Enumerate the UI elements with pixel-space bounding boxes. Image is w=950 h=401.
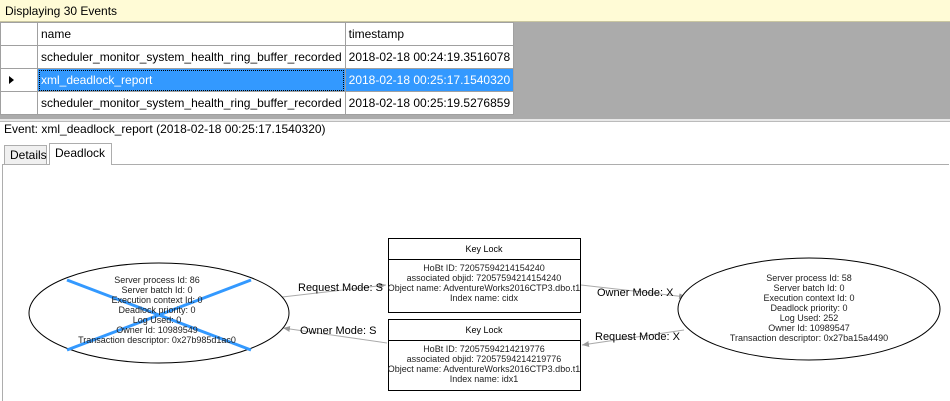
node-text-line: Index name: idx1 <box>450 374 519 384</box>
node-text-line: Owner Id: 10989549 <box>116 325 198 335</box>
current-row-arrow-icon <box>9 76 14 84</box>
edge-request-s <box>264 282 387 300</box>
edge-owner-s <box>282 326 388 344</box>
splitter[interactable] <box>0 119 950 122</box>
node-text-line: associated objid: 72057594214154240 <box>407 273 562 283</box>
lock-title: Key Lock <box>465 244 503 254</box>
edge-label-request-s: Request Mode: S <box>298 282 383 294</box>
event-count: Displaying 30 Events <box>5 4 118 18</box>
node-text-line: Deadlock priority: 0 <box>118 305 195 315</box>
key-lock-node-1[interactable]: Key Lock HoBt ID: 72057594214154240assoc… <box>388 238 581 313</box>
row-indicator[interactable] <box>0 91 38 115</box>
node-text-line: Server batch Id: 0 <box>121 285 192 295</box>
node-text-line: Log Used: 252 <box>780 313 839 323</box>
edge-label-owner-s: Owner Mode: S <box>300 325 376 337</box>
status-bar: Displaying 30 Events <box>0 0 950 22</box>
node-text-line: Server process Id: 58 <box>766 273 852 283</box>
node-text-line: associated objid: 72057594214219776 <box>407 354 562 364</box>
edge-label-owner-x: Owner Mode: X <box>597 287 674 299</box>
edge-owner-x <box>580 284 687 300</box>
column-header-timestamp[interactable]: timestamp <box>344 22 515 46</box>
cell-timestamp[interactable]: 2018-02-18 00:25:17.1540320 <box>344 68 515 92</box>
node-text-line: Execution context Id: 0 <box>763 293 854 303</box>
edge-label-request-x: Request Mode: X <box>595 331 681 343</box>
node-text-line: Index name: cidx <box>450 293 519 303</box>
cell-name[interactable]: xml_deadlock_report <box>37 68 346 92</box>
table-row[interactable]: scheduler_monitor_system_health_ring_buf… <box>0 45 515 69</box>
cell-name[interactable]: scheduler_monitor_system_health_ring_buf… <box>37 45 346 69</box>
cell-timestamp[interactable]: 2018-02-18 00:24:19.3516078 <box>344 45 515 69</box>
tab-details[interactable]: Details <box>4 145 47 164</box>
row-header-corner <box>0 22 38 46</box>
cell-name[interactable]: scheduler_monitor_system_health_ring_buf… <box>37 91 346 115</box>
key-lock-node-2[interactable]: Key Lock HoBt ID: 72057594214219776assoc… <box>388 319 581 391</box>
node-text-line: HoBt ID: 72057594214219776 <box>423 344 545 354</box>
node-text-line: Server batch Id: 0 <box>773 283 844 293</box>
tab-deadlock[interactable]: Deadlock <box>49 143 112 165</box>
lock-title: Key Lock <box>465 325 503 335</box>
row-indicator[interactable] <box>0 68 38 92</box>
node-text-line: Object name: AdventureWorks2016CTP3.dbo.… <box>388 364 580 374</box>
node-text-line: Server process Id: 86 <box>114 275 200 285</box>
node-text-line: Owner Id: 10989547 <box>768 323 850 333</box>
event-title: Event: xml_deadlock_report (2018-02-18 0… <box>4 122 326 136</box>
node-text-line: Transaction descriptor: 0x27ba15a4490 <box>730 333 888 343</box>
edge-request-x <box>581 329 685 347</box>
table-row[interactable]: scheduler_monitor_system_health_ring_buf… <box>0 91 515 115</box>
cell-timestamp[interactable]: 2018-02-18 00:25:19.5276859 <box>344 91 515 115</box>
node-text-line: Log Used: 0 <box>133 315 182 325</box>
node-text-line: HoBt ID: 72057594214154240 <box>423 263 545 273</box>
node-text-line: Execution context Id: 0 <box>111 295 202 305</box>
node-text-line: Deadlock priority: 0 <box>770 303 847 313</box>
node-text-line: Object name: AdventureWorks2016CTP3.dbo.… <box>388 283 580 293</box>
node-text-line: Transaction descriptor: 0x27b985d1ac0 <box>78 335 236 345</box>
